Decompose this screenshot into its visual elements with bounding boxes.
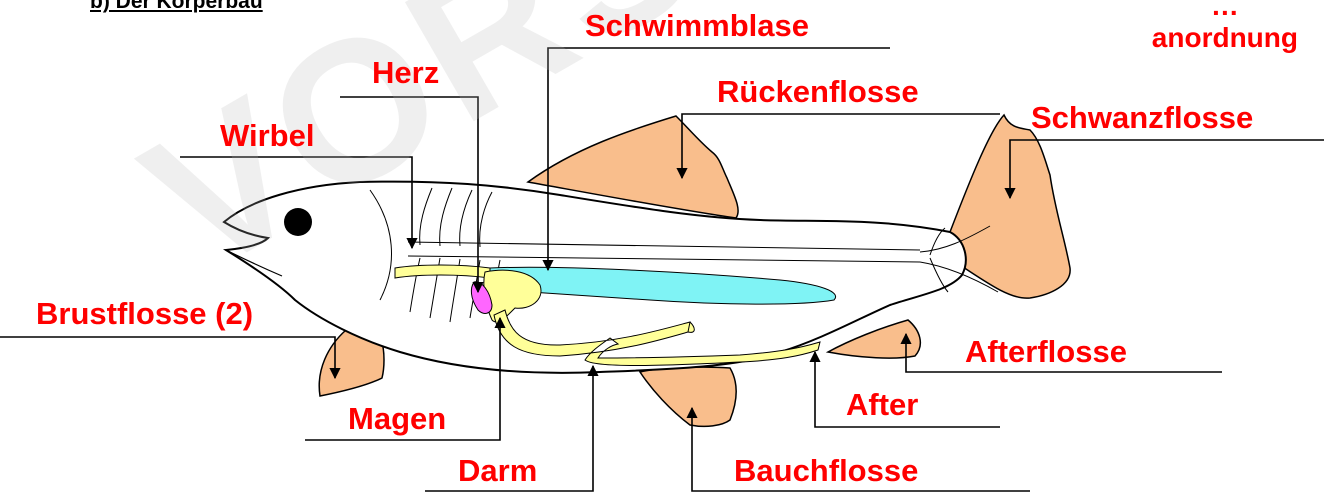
- corner-text-line2: anordnung: [1152, 22, 1298, 54]
- label-magen: Magen: [348, 403, 446, 434]
- label-darm: Darm: [458, 455, 537, 486]
- label-bauchflosse: Bauchflosse: [734, 455, 918, 486]
- label-schwimmblase: Schwimmblase: [585, 10, 809, 41]
- label-afterflosse: Afterflosse: [965, 336, 1127, 367]
- label-rueckenflosse: Rückenflosse: [717, 76, 919, 107]
- label-after: After: [846, 389, 918, 420]
- corner-text: … anordnung: [1152, 0, 1298, 54]
- label-schwanzflosse: Schwanzflosse: [1031, 102, 1253, 133]
- label-brustflosse: Brustflosse (2): [36, 298, 253, 329]
- section-heading: b) Der Körperbau: [90, 0, 263, 14]
- label-wirbel: Wirbel: [220, 120, 314, 151]
- pelvic-fin: [640, 367, 736, 426]
- label-herz: Herz: [372, 57, 439, 88]
- corner-text-line1: …: [1152, 0, 1298, 22]
- eye: [284, 208, 312, 236]
